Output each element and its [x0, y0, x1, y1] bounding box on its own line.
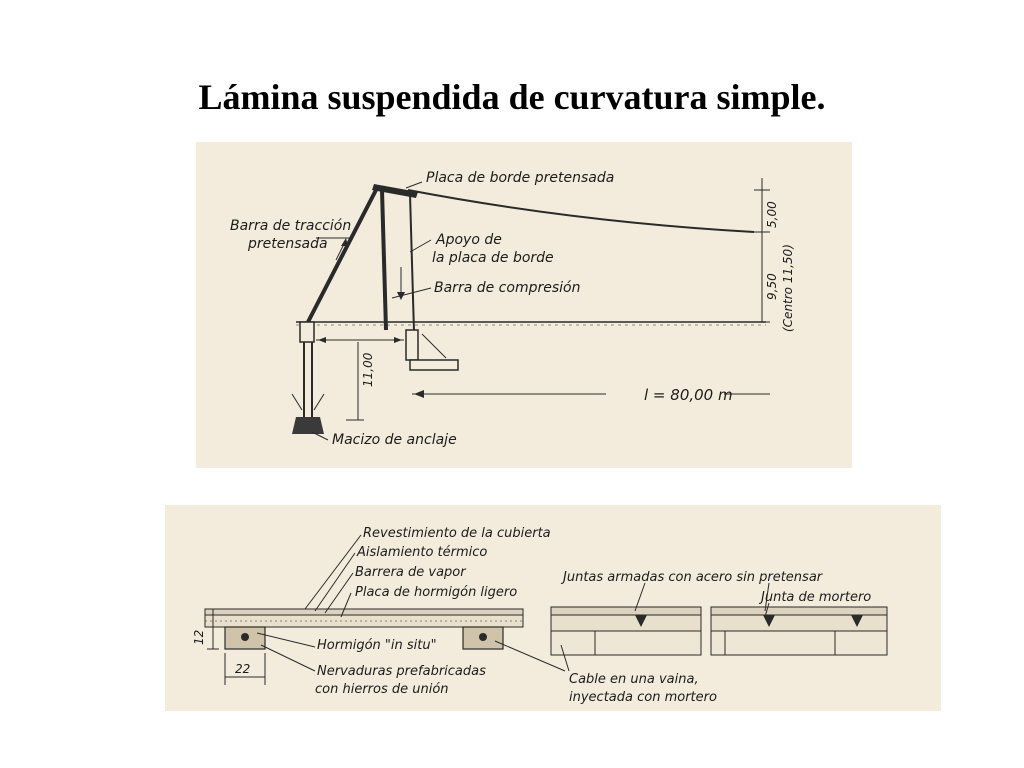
cable-duct-left	[241, 633, 249, 641]
suspended-shell-curve	[407, 189, 755, 233]
label-reinforced-joints: Juntas armadas con acero sin pretensar	[560, 570, 824, 585]
label-in-situ-concrete: Hormigón "in situ"	[317, 638, 437, 653]
roof-covering-layer	[204, 608, 524, 616]
label-thermal-insulation: Aislamiento térmico	[356, 545, 487, 560]
anchor-depth-value: 11,00	[361, 352, 375, 387]
label-compression-bar: Barra de compresión	[434, 280, 580, 296]
edge-plate-support	[409, 193, 415, 333]
label-cable-duct-line2: inyectada con mortero	[569, 690, 717, 705]
tension-bar-anchor-head	[299, 321, 315, 343]
cable-duct-right	[479, 633, 487, 641]
prestressed-tension-bar	[306, 189, 378, 323]
label-lightweight-concrete: Placa de hormigón ligero	[355, 585, 517, 600]
label-roof-covering: Revestimiento de la cubierta	[363, 526, 551, 541]
label-precast-ribs-line2: con hierros de unión	[315, 682, 449, 697]
strut-footing	[405, 329, 419, 361]
slide-title: Lámina suspendida de curvatura simple.	[198, 77, 826, 117]
anchor-arrow-left	[291, 393, 303, 411]
height-center-note: (Centro 11,50)	[781, 244, 795, 332]
roof-section-detail-panel: 12 22 Revestimiento de la cubierta Aisla…	[165, 505, 941, 711]
mortar-joint-c	[851, 615, 863, 627]
label-mortar-joint: Junta de mortero	[758, 590, 871, 605]
anchor-mass	[292, 417, 324, 434]
sag-value: 5,00	[765, 201, 779, 228]
mortar-joint-a	[635, 615, 647, 627]
thickness-value: 12	[192, 630, 206, 645]
roof-section-detail-drawing: 12 22 Revestimiento de la cubierta Aisla…	[192, 526, 888, 705]
joint-panel-a-body	[550, 614, 702, 632]
label-precast-ribs-line1: Nervaduras prefabricadas	[317, 664, 486, 679]
mortar-joint-b	[763, 615, 775, 627]
strut-foundation-slab	[409, 359, 459, 371]
span-value: l = 80,00 m	[644, 386, 733, 404]
compression-strut	[380, 189, 388, 331]
joint-panel-a-base	[550, 630, 702, 656]
label-support-line1: Apoyo de	[435, 232, 502, 248]
suspended-shell-elevation-panel: 11,00 l = 80,00 m 5,00 9,50 (Centro 11,5…	[196, 142, 852, 468]
label-cable-duct-line1: Cable en una vaina,	[569, 672, 699, 687]
label-edge-plate: Placa de borde pretensada	[426, 170, 614, 186]
label-tension-bar-line1: Barra de tracción	[230, 218, 351, 234]
label-vapor-barrier: Barrera de vapor	[355, 565, 467, 580]
joint-panel-a-top	[550, 606, 702, 616]
label-anchor-mass: Macizo de anclaje	[332, 432, 457, 448]
label-support-line2: la placa de borde	[432, 250, 554, 266]
anchor-arrow-right	[313, 393, 325, 411]
rib-width-value: 22	[235, 662, 250, 676]
height-value: 9,50	[765, 273, 779, 300]
prestressed-edge-plate	[372, 184, 418, 198]
suspended-shell-elevation-drawing: 11,00 l = 80,00 m 5,00 9,50 (Centro 11,5…	[230, 170, 795, 448]
joint-panel-b-top	[710, 606, 888, 616]
label-tension-bar-line2: pretensada	[247, 236, 328, 252]
joint-panel-b-base	[710, 630, 888, 656]
